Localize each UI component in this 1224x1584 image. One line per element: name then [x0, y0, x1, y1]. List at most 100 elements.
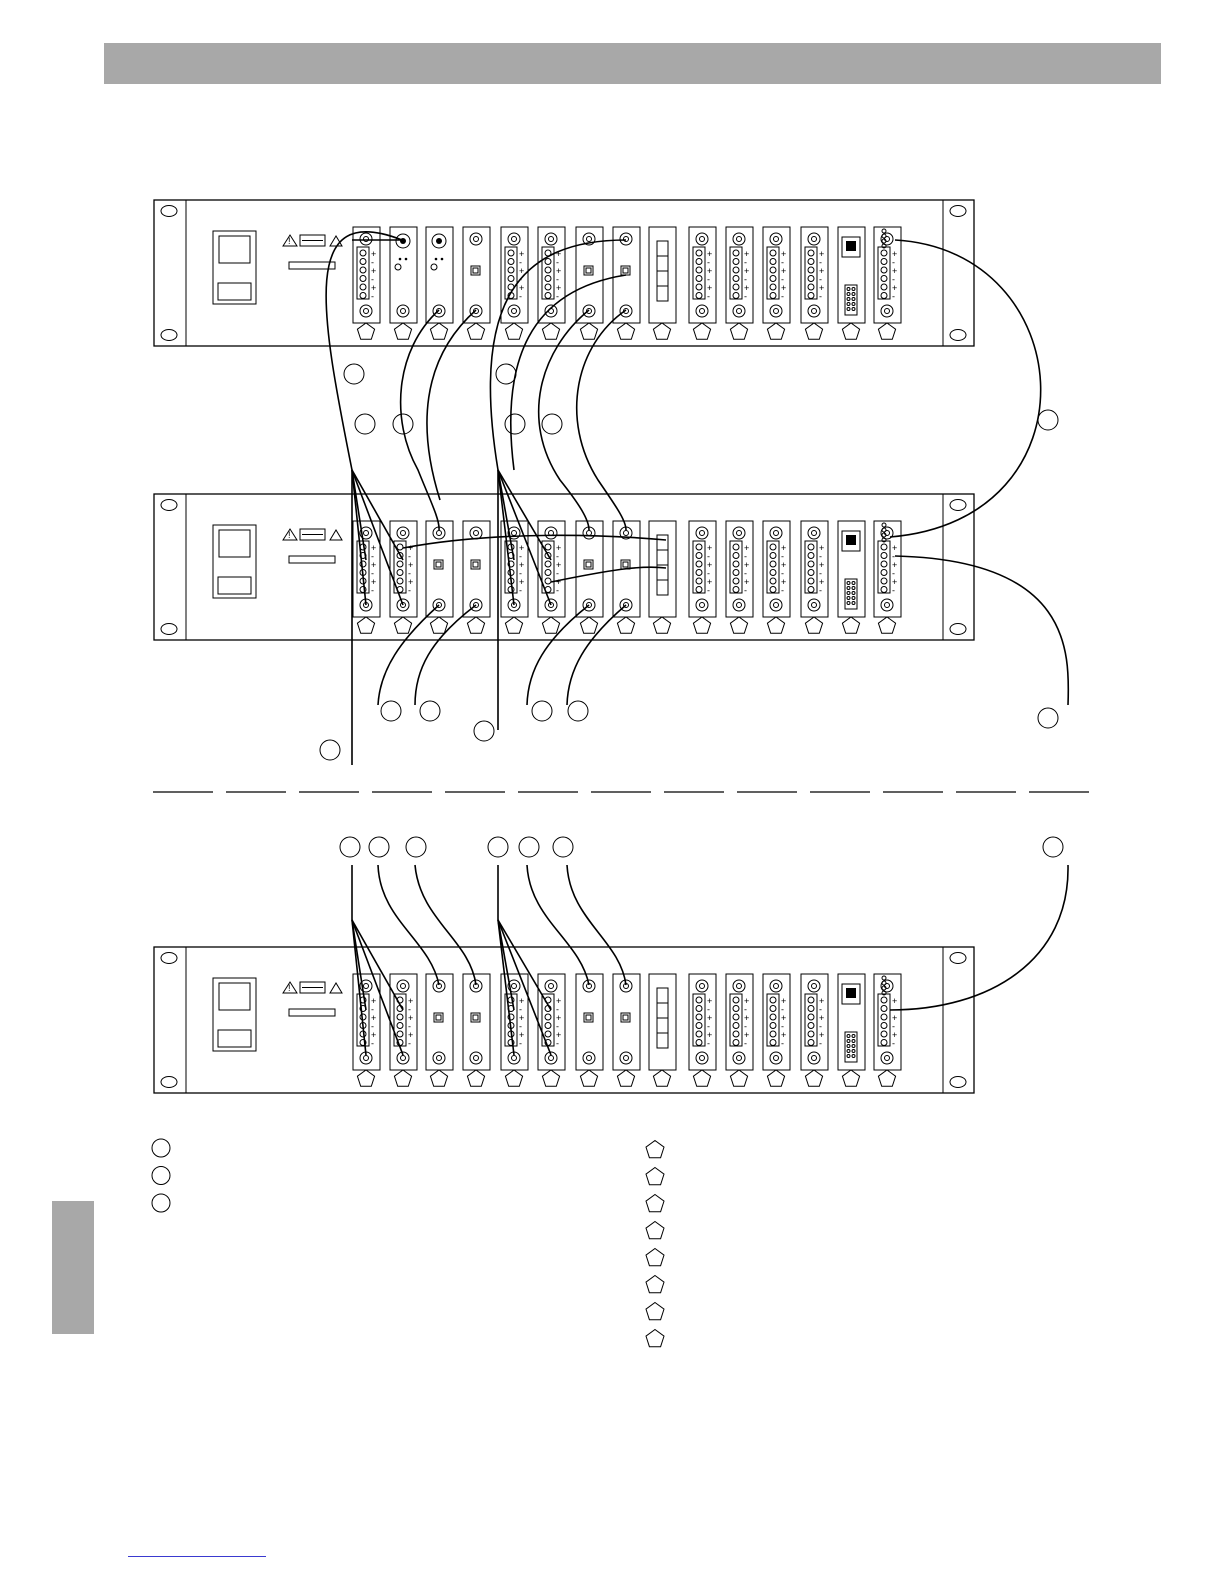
- svg-text:-: -: [892, 552, 895, 562]
- slot-pentagon-marker: [504, 1069, 524, 1087]
- legend-circle-marker: [151, 1138, 171, 1158]
- svg-text:+: +: [556, 543, 561, 553]
- module-slot: [648, 226, 677, 340]
- switch-icon: [470, 265, 481, 276]
- rack-frame: [153, 493, 975, 641]
- module-slot: +-+-+-: [389, 520, 418, 634]
- bnc-connector-icon: [732, 1051, 746, 1065]
- svg-text:+: +: [707, 543, 712, 553]
- switch-icon: [583, 265, 594, 276]
- warning-fuse-panel: !: [282, 528, 343, 564]
- rack-frame: [153, 199, 975, 347]
- svg-text:+: +: [744, 1030, 749, 1040]
- bnc-connector-icon: [807, 598, 821, 612]
- svg-text:-: -: [707, 292, 710, 302]
- bnc-connector-icon: [807, 979, 821, 993]
- svg-text:-: -: [744, 552, 747, 562]
- fanout: [497, 919, 515, 1011]
- legend-pentagon-marker: [645, 1301, 665, 1321]
- switch-icon: [620, 1012, 631, 1023]
- bnc-connector-icon: [769, 304, 783, 318]
- svg-text:-: -: [519, 586, 522, 596]
- rack-frame: [153, 946, 975, 1094]
- bnc-connector-icon: [880, 232, 894, 246]
- module-slot: +-+-+-: [688, 520, 717, 634]
- svg-text:+: +: [519, 560, 524, 570]
- fanout: [351, 469, 404, 561]
- bnc-connector-icon: [544, 304, 558, 318]
- fanout: [351, 469, 367, 606]
- svg-text:-: -: [819, 292, 822, 302]
- bnc-connector-icon: [507, 526, 521, 540]
- callout-circle: [495, 363, 517, 385]
- bnc-connector-icon: [695, 232, 709, 246]
- svg-text:+: +: [707, 560, 712, 570]
- cable-o: [894, 555, 1070, 706]
- warning-triangle-icon: [329, 982, 343, 994]
- svg-text:-: -: [819, 586, 822, 596]
- svg-text:-: -: [781, 1022, 784, 1032]
- svg-text:+: +: [371, 577, 376, 587]
- cable-m: [526, 604, 590, 706]
- legend-circle-marker: [151, 1166, 171, 1185]
- legend-pentagon-marker: [645, 1139, 665, 1159]
- callout-circle: [1042, 836, 1064, 858]
- cable-a: [325, 230, 403, 765]
- slot-pentagon-marker: [729, 1069, 749, 1087]
- svg-text:-: -: [744, 258, 747, 268]
- switch-icon: [433, 1012, 444, 1023]
- mounting-hole: [949, 499, 967, 511]
- power-switch: [212, 524, 257, 599]
- svg-text:-: -: [556, 1005, 559, 1015]
- slot-pentagon-marker: [692, 322, 712, 340]
- svg-text:+: +: [371, 283, 376, 293]
- module-slot: +-+-+-: [688, 973, 717, 1087]
- module-slot: +-+-+-: [725, 520, 754, 634]
- slot-pentagon-marker: [692, 616, 712, 634]
- module-slot: [389, 226, 418, 340]
- callout-circle: [487, 836, 509, 858]
- slot-pentagon-marker: [804, 322, 824, 340]
- mounting-hole: [160, 205, 178, 217]
- mounting-hole: [949, 952, 967, 964]
- svg-text:+: +: [819, 543, 824, 553]
- cable-v: [889, 864, 1069, 1011]
- svg-text:+: +: [819, 996, 824, 1006]
- bnc-connector-icon: [695, 979, 709, 993]
- cable-d: [489, 239, 627, 730]
- legend: [151, 1138, 665, 1348]
- svg-text:-: -: [707, 275, 710, 285]
- svg-text:+: +: [892, 249, 897, 259]
- mounting-hole: [949, 1076, 967, 1088]
- svg-text:-: -: [519, 1039, 522, 1049]
- cable-t: [526, 864, 590, 986]
- svg-text:-: -: [892, 569, 895, 579]
- svg-text:-: -: [781, 1039, 784, 1049]
- svg-text:-: -: [371, 552, 374, 562]
- svg-text:-: -: [519, 292, 522, 302]
- svg-text:-: -: [819, 258, 822, 268]
- slot-pentagon-marker: [841, 616, 861, 634]
- svg-text:-: -: [371, 569, 374, 579]
- mounting-hole: [160, 623, 178, 635]
- slot-pentagon-marker: [541, 1069, 561, 1087]
- svg-text:-: -: [819, 1039, 822, 1049]
- slot-pentagon-marker: [841, 1069, 861, 1087]
- module-slot: +-+-+-: [873, 520, 902, 634]
- svg-text:+: +: [371, 249, 376, 259]
- bnc-connector-icon: [732, 979, 746, 993]
- svg-text:!: !: [288, 983, 291, 993]
- svg-text:+: +: [519, 543, 524, 553]
- svg-text:-: -: [892, 258, 895, 268]
- bnc-connector-icon: [880, 304, 894, 318]
- cable-h: [889, 239, 1042, 538]
- bnc-connector-icon: [396, 979, 410, 993]
- module-slot: [425, 226, 454, 340]
- module-slot: +-+-+-: [500, 226, 529, 340]
- slot-pentagon-marker: [504, 616, 524, 634]
- footer-link-line[interactable]: [128, 1556, 266, 1557]
- svg-text:+: +: [744, 577, 749, 587]
- module-slot: +-+-+-: [800, 520, 829, 634]
- svg-text:-: -: [556, 569, 559, 579]
- svg-text:+: +: [744, 1013, 749, 1023]
